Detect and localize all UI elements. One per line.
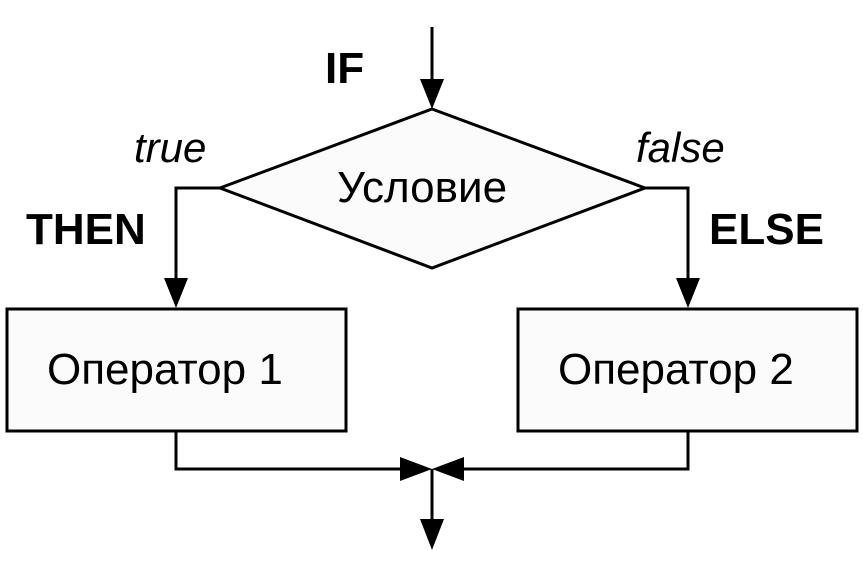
merge-edge-right xyxy=(452,431,690,471)
condition-text: Условие xyxy=(337,163,508,212)
merge-arrowhead-left xyxy=(400,457,432,481)
entry-arrowhead xyxy=(420,79,444,109)
else-label: ELSE xyxy=(709,205,824,254)
true-label: true xyxy=(134,124,207,171)
false-branch-arrowhead xyxy=(676,278,700,308)
merge-edge-left xyxy=(174,431,412,471)
operator-1-box xyxy=(5,307,348,433)
operator-2-text: Оператор 2 xyxy=(558,345,794,394)
merge-arrowhead-right xyxy=(432,457,464,481)
true-branch-edge xyxy=(174,186,220,290)
if-label: IF xyxy=(325,44,365,93)
operator-2-box xyxy=(516,307,859,433)
condition-diamond xyxy=(215,107,650,270)
false-branch-edge xyxy=(645,186,690,290)
then-label: THEN xyxy=(26,205,146,254)
operator-1-text: Оператор 1 xyxy=(47,345,283,394)
false-label: false xyxy=(636,124,725,171)
exit-arrowhead xyxy=(420,519,444,550)
true-branch-arrowhead xyxy=(164,278,188,308)
